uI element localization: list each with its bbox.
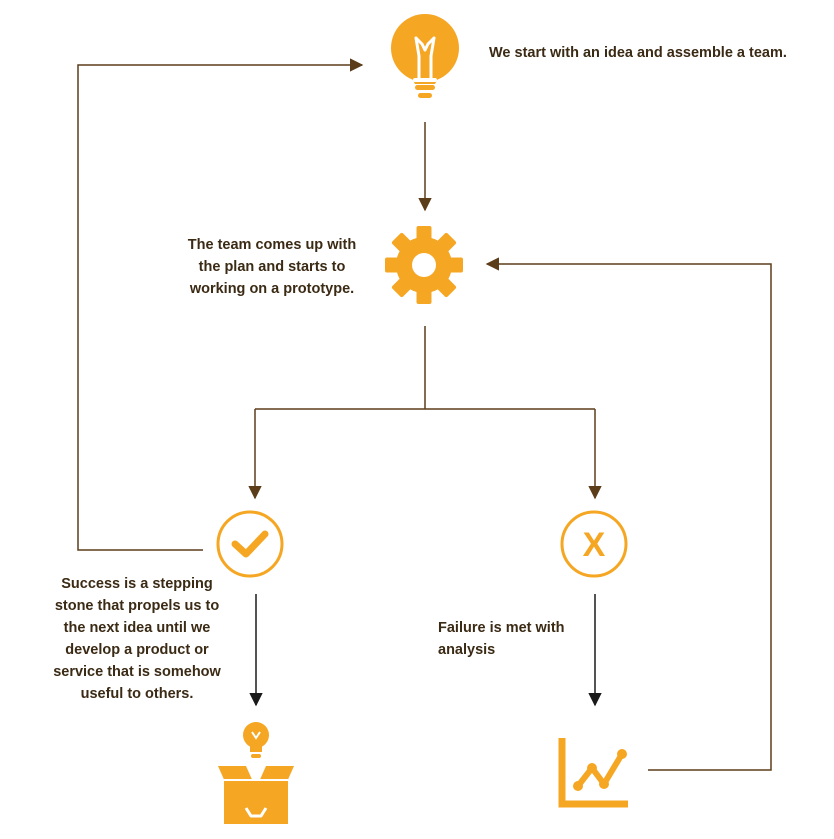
failure-line: Failure is met with (438, 620, 565, 636)
lightbulb-icon (391, 14, 459, 98)
x-symbol: X (583, 526, 606, 564)
connectors (77, 58, 772, 771)
gear-icon (385, 226, 463, 304)
success-line: useful to others. (80, 686, 194, 702)
arrow-success-loop-to-idea (77, 58, 364, 551)
plan-line: The team comes up with (187, 237, 357, 253)
success-line: stone that propels us to (54, 598, 220, 614)
success-line: Success is a stepping (61, 576, 213, 592)
line-chart-icon (558, 738, 628, 808)
line-plan-split (255, 326, 595, 410)
failure-line: analysis (438, 642, 496, 658)
failure-description: Failure is met with analysis (438, 617, 588, 661)
box-with-lightbulb-icon (218, 722, 294, 824)
success-description: Success is a stepping stone that propels… (38, 573, 236, 705)
plan-line: the plan and starts to (198, 259, 346, 275)
success-line: develop a product or (65, 642, 209, 658)
arrow-analysis-loop-to-plan (485, 257, 772, 771)
idea-description: We start with an idea and assemble a tea… (489, 45, 787, 61)
plan-line: working on a prototype. (189, 281, 355, 297)
plan-description: The team comes up with the plan and star… (168, 234, 376, 300)
success-line: the next idea until we (63, 620, 211, 636)
checkmark-circle-icon (216, 510, 284, 578)
x-circle-icon: X (560, 510, 628, 578)
success-line: service that is somehow (53, 664, 221, 680)
